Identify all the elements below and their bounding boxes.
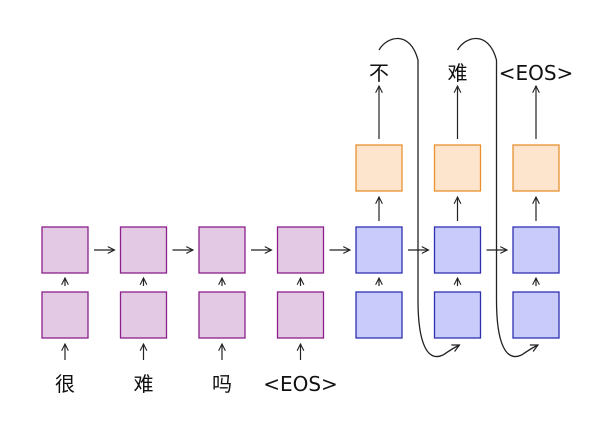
output-token-label: 不	[369, 61, 389, 85]
input-token-label: 难	[134, 372, 154, 396]
decoder-hidden-box	[355, 226, 403, 274]
decoder-output-box	[433, 144, 482, 192]
input-token-label: 很	[55, 372, 75, 396]
encoder-hidden-box	[198, 226, 246, 274]
output-token-label: 难	[448, 61, 468, 85]
decoder-hidden-box	[512, 226, 560, 274]
output-token-label: <EOS>	[499, 61, 574, 85]
feedback-arrow	[456, 37, 539, 358]
encoder-hidden-box	[119, 226, 168, 274]
encoder-embedding-box	[276, 291, 325, 339]
feedback-arrow	[378, 37, 460, 358]
decoder-output-box	[512, 144, 560, 192]
decoder-embedding-box	[512, 291, 560, 339]
input-token-label: <EOS>	[263, 372, 338, 396]
encoder-hidden-box	[41, 226, 89, 274]
decoder-output-box	[355, 144, 403, 192]
decoder-embedding-box	[355, 291, 403, 339]
decoder-embedding-box	[433, 291, 482, 339]
decoder-hidden-box	[433, 226, 482, 274]
encoder-hidden-box	[276, 226, 325, 274]
input-token-label: 吗	[212, 372, 232, 396]
encoder-embedding-box	[198, 291, 246, 339]
encoder-embedding-box	[41, 291, 89, 339]
encoder-embedding-box	[119, 291, 168, 339]
